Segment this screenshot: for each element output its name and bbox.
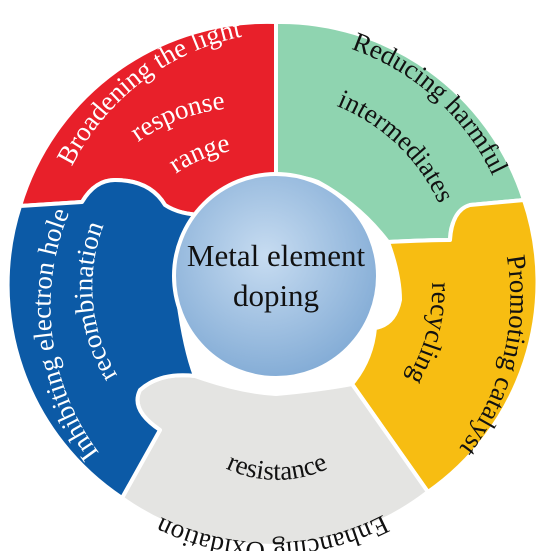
center-circle [172, 172, 380, 380]
center-label-line1: Metal element [187, 238, 366, 273]
center-label-line2: doping [233, 278, 319, 313]
segment-recombination [5, 178, 207, 500]
segment-catalyst [350, 198, 540, 494]
